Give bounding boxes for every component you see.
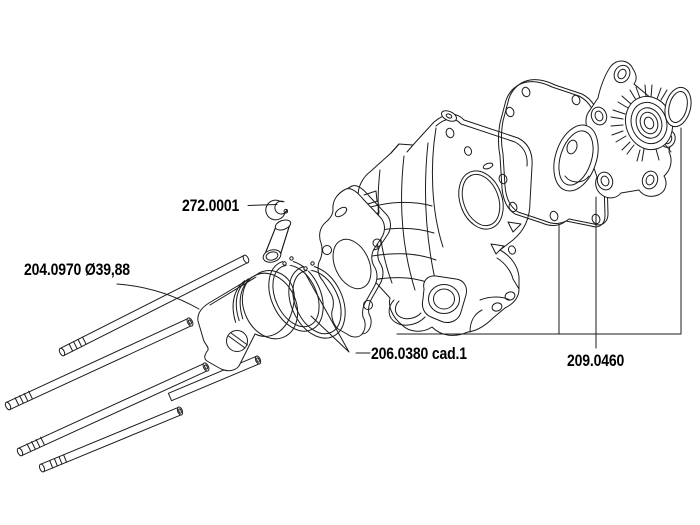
leader-lines [116, 127, 682, 354]
base-gasket-drawing [317, 185, 391, 338]
leader-rings-gasket [304, 272, 371, 354]
leader-circlip [247, 204, 278, 206]
stud-4 [38, 406, 184, 473]
leader-seals [396, 127, 682, 349]
stud-1 [58, 254, 250, 357]
stud-3 [16, 362, 210, 457]
part-label-oring-set: 209.0460 [567, 352, 625, 370]
head-gasket-drawing [498, 79, 609, 228]
piston-rings-drawing [268, 256, 346, 339]
stud-2 [4, 317, 194, 411]
head-inner-seal-drawing [553, 124, 599, 192]
circlip-drawing [265, 199, 289, 221]
cylinder-drawing [356, 110, 533, 336]
cylinder-head-drawing [585, 60, 676, 199]
o-ring-drawing [664, 86, 692, 128]
part-label-circlip: 272.0001 [182, 197, 240, 215]
leader-piston [116, 283, 200, 310]
wrist-pin-drawing [262, 219, 292, 263]
part-label-gasket-set: 206.0380 cad.1 [371, 345, 467, 363]
part-label-piston: 204.0970 Ø39,88 [24, 261, 130, 279]
piston-drawing [197, 270, 299, 372]
